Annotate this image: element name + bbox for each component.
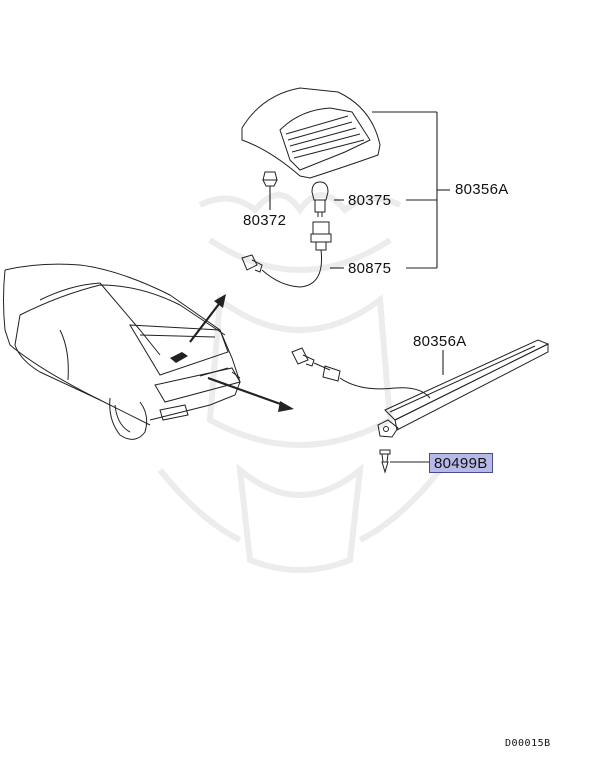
part-label-socket-harness[interactable]: 80875 — [348, 260, 392, 277]
lower-lamp-bar — [377, 339, 550, 438]
arrow-to-lower-lamp — [207, 376, 294, 412]
upper-leader-lines — [330, 111, 450, 269]
clip-part — [262, 171, 278, 210]
part-label-lamp-assembly-upper[interactable]: 80356A — [455, 181, 509, 198]
watermark-emblem — [157, 192, 443, 573]
lower-harness — [291, 347, 444, 399]
part-label-screw-highlighted[interactable]: 80499B — [429, 453, 493, 473]
socket-harness-part — [241, 221, 332, 288]
diagram-code: D00015B — [505, 738, 551, 749]
part-label-lamp-assembly-lower[interactable]: 80356A — [413, 333, 467, 350]
bulb-part — [311, 181, 329, 217]
part-label-bulb[interactable]: 80375 — [348, 192, 392, 209]
vehicle-rear-view — [3, 263, 241, 440]
part-label-clip[interactable]: 80372 — [243, 212, 287, 229]
upper-lamp-housing — [241, 87, 381, 179]
screw-part — [379, 449, 430, 474]
arrow-to-upper-lamp — [189, 294, 226, 343]
